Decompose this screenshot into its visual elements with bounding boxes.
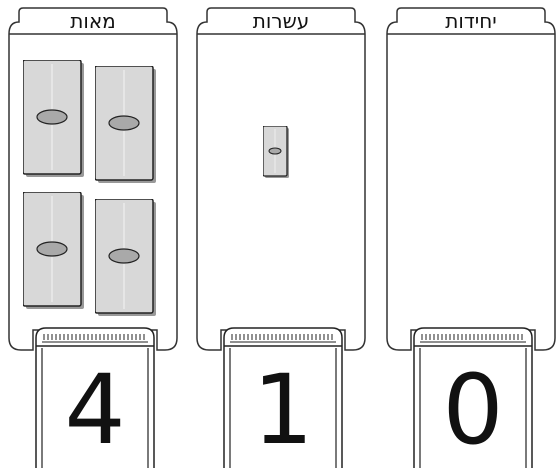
column-label-hundreds: מאות xyxy=(70,9,116,33)
digit-hundreds: 4 xyxy=(64,354,126,466)
ten-rod-block[interactable] xyxy=(263,126,291,180)
column-units: יחידות 0 xyxy=(383,0,557,468)
column-label-tens: עשרות xyxy=(252,9,310,33)
hundred-flat-block[interactable] xyxy=(23,192,87,312)
hundred-flat-block[interactable] xyxy=(23,60,87,180)
digit-tens: 1 xyxy=(252,354,314,466)
tray-tens xyxy=(196,7,366,351)
hundred-flat-block[interactable] xyxy=(95,199,159,319)
digit-flip-pad-tens[interactable]: 1 xyxy=(220,324,346,468)
column-hundreds: מאות xyxy=(5,0,181,468)
tray-units xyxy=(386,7,556,351)
digit-flip-pad-hundreds[interactable]: 4 xyxy=(32,324,158,468)
column-tens: עשרות 1 xyxy=(193,0,369,468)
digit-flip-pad-units[interactable]: 0 xyxy=(410,324,536,468)
hundred-flat-block[interactable] xyxy=(95,66,159,186)
column-label-units: יחידות xyxy=(445,9,497,33)
digit-units: 0 xyxy=(442,354,504,466)
